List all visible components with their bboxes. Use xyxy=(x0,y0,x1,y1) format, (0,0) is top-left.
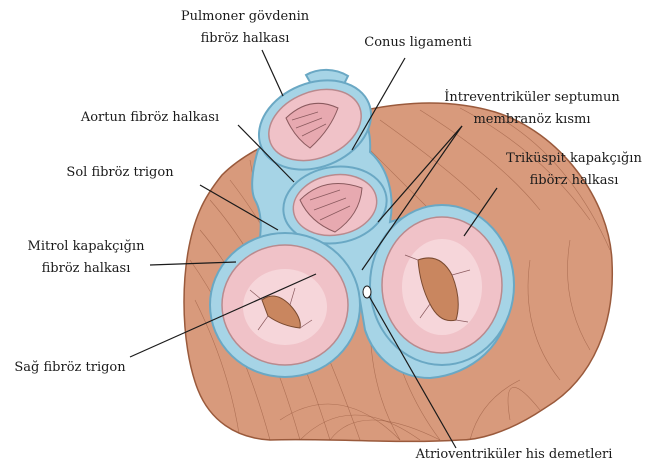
label-conus-ligament: Conus ligamenti xyxy=(364,35,472,50)
label-mitral-line1: Mitrol kapakçığın xyxy=(28,239,146,254)
label-interventricular-line1: İntreventriküler septumun xyxy=(444,88,620,105)
label-interventricular-line2: membranöz kısmı xyxy=(473,112,590,127)
label-mitral-line2: fibröz halkası xyxy=(42,261,131,276)
label-tricuspid-line2: fibörz halkası xyxy=(530,173,619,188)
label-pulmonary-line1: Pulmoner gövdenin xyxy=(181,9,310,24)
label-pulmonary-line2: fibröz halkası xyxy=(201,31,290,46)
label-left-fibrous-trigone: Sol fibröz trigon xyxy=(66,165,174,180)
tricuspid-valve xyxy=(370,205,514,365)
label-av-bundle: Atrioventriküler his demetleri xyxy=(415,447,613,462)
label-tricuspid-line1: Triküspit kapakçığın xyxy=(506,151,642,166)
label-aortic-annulus: Aortun fibröz halkası xyxy=(80,110,219,125)
mitral-valve xyxy=(210,233,360,377)
label-right-fibrous-trigone: Sağ fibröz trigon xyxy=(14,360,126,375)
